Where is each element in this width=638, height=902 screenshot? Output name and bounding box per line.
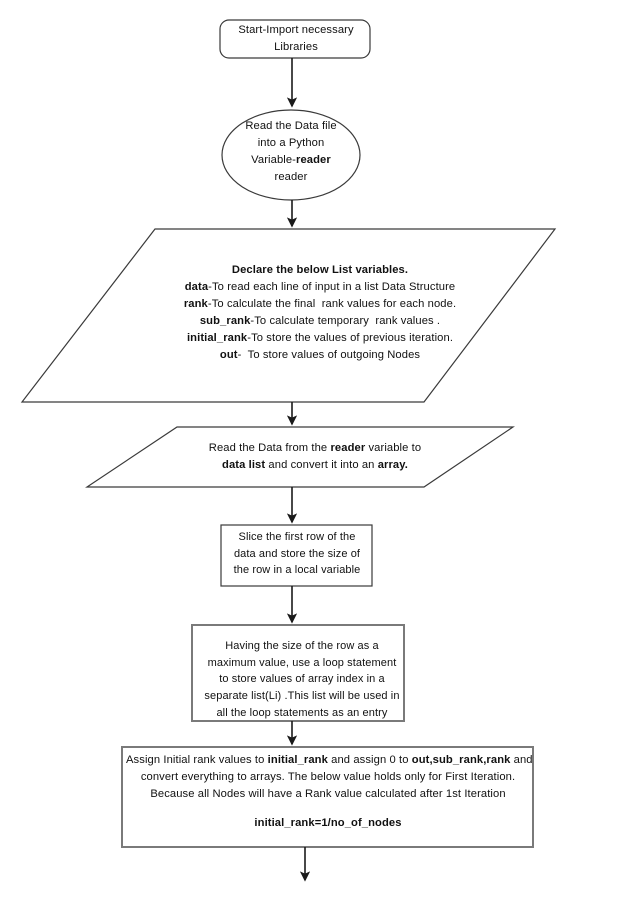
node-read-data-label: Read the Data from the reader variable t…	[208, 442, 422, 472]
node-start-label: Start-Import necessary Libraries	[238, 24, 354, 54]
node-loop-index-list-label: Having the size of the row as a maximum …	[204, 640, 400, 719]
node-declare-variables-label: Declare the below List variables. data-T…	[183, 264, 457, 362]
node-assign-initial-rank-label: Assign Initial rank values to initial_ra…	[126, 754, 533, 830]
node-read-data-shape	[85, 426, 515, 488]
node-slice-row-label: Slice the first row of the data and stor…	[233, 531, 361, 577]
node-read-file-label: Read the Data file into a Python Variabl…	[245, 120, 337, 184]
node-read-file-shape	[221, 109, 361, 201]
node-start-shape	[219, 19, 371, 59]
node-loop-index-list-shape	[191, 624, 405, 722]
node-slice-row-shape	[220, 524, 373, 587]
node-declare-variables-shape	[20, 228, 557, 403]
node-assign-initial-rank-shape	[121, 746, 534, 848]
